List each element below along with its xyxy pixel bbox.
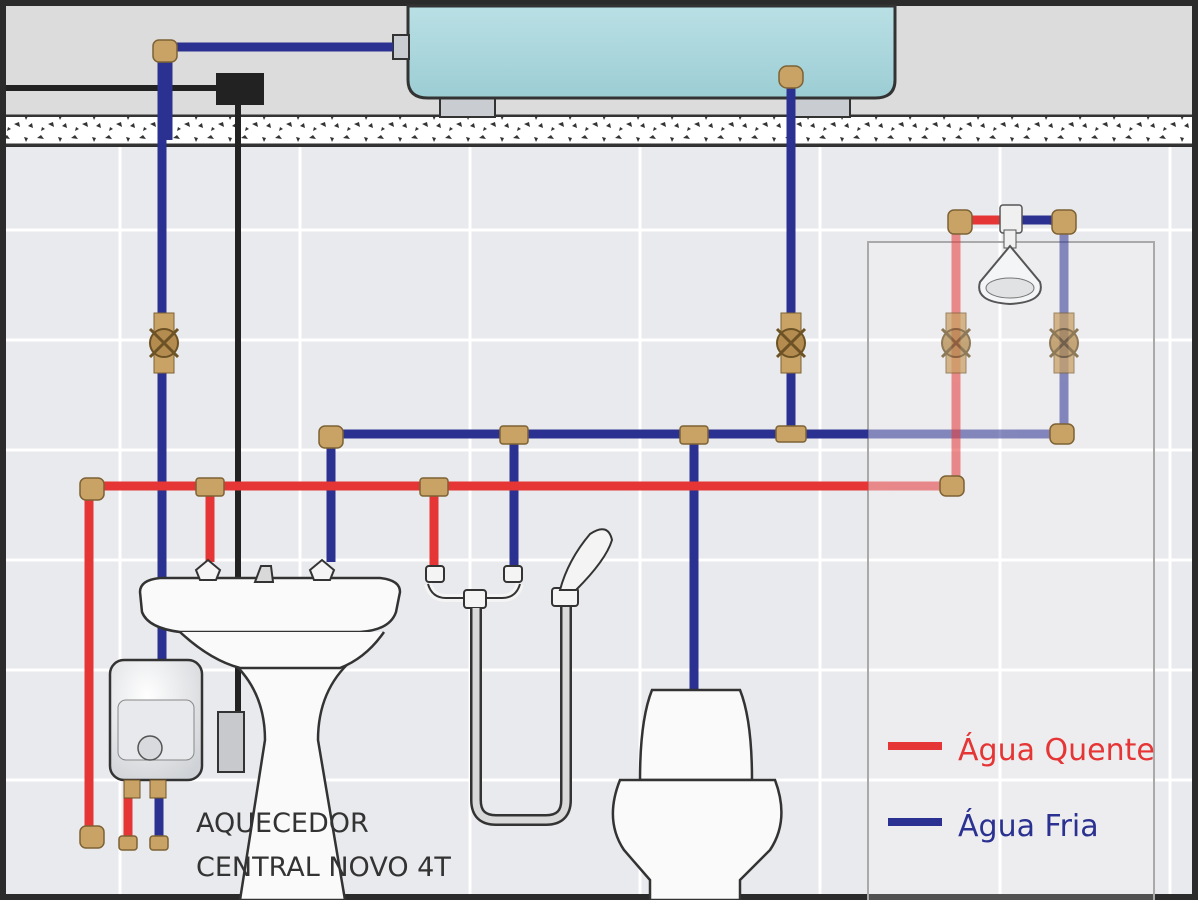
pipe-fittings xyxy=(79,39,1077,851)
wall-mixer xyxy=(424,565,524,609)
water-tank xyxy=(392,4,897,118)
legend-label-cold: Água Fria xyxy=(958,808,1099,844)
handheld-shower-icon xyxy=(551,528,614,607)
valve-icon xyxy=(775,312,807,374)
valve-icon xyxy=(148,312,180,374)
valve-icon xyxy=(1048,312,1080,374)
legend-label-hot: Água Quente xyxy=(958,732,1155,768)
heater-label-line2: CENTRAL NOVO 4T xyxy=(196,852,451,883)
valve-icon xyxy=(940,312,972,374)
faucet-handle-icon xyxy=(194,558,336,583)
shower-head-icon xyxy=(978,229,1042,306)
junction-box xyxy=(216,73,264,105)
water-heater xyxy=(108,658,204,799)
shower-mixer-fitting xyxy=(999,204,1023,234)
heater-label-line1: AQUECEDOR xyxy=(196,808,369,839)
concrete-slab xyxy=(6,117,1192,145)
shower-stall xyxy=(867,241,1155,900)
legend: Água Quente Água Fria xyxy=(888,732,1155,844)
pedestal-sink xyxy=(138,576,402,900)
electrical-outlet xyxy=(217,711,245,773)
temperature-knob-icon xyxy=(137,735,163,761)
toilet xyxy=(611,688,783,900)
